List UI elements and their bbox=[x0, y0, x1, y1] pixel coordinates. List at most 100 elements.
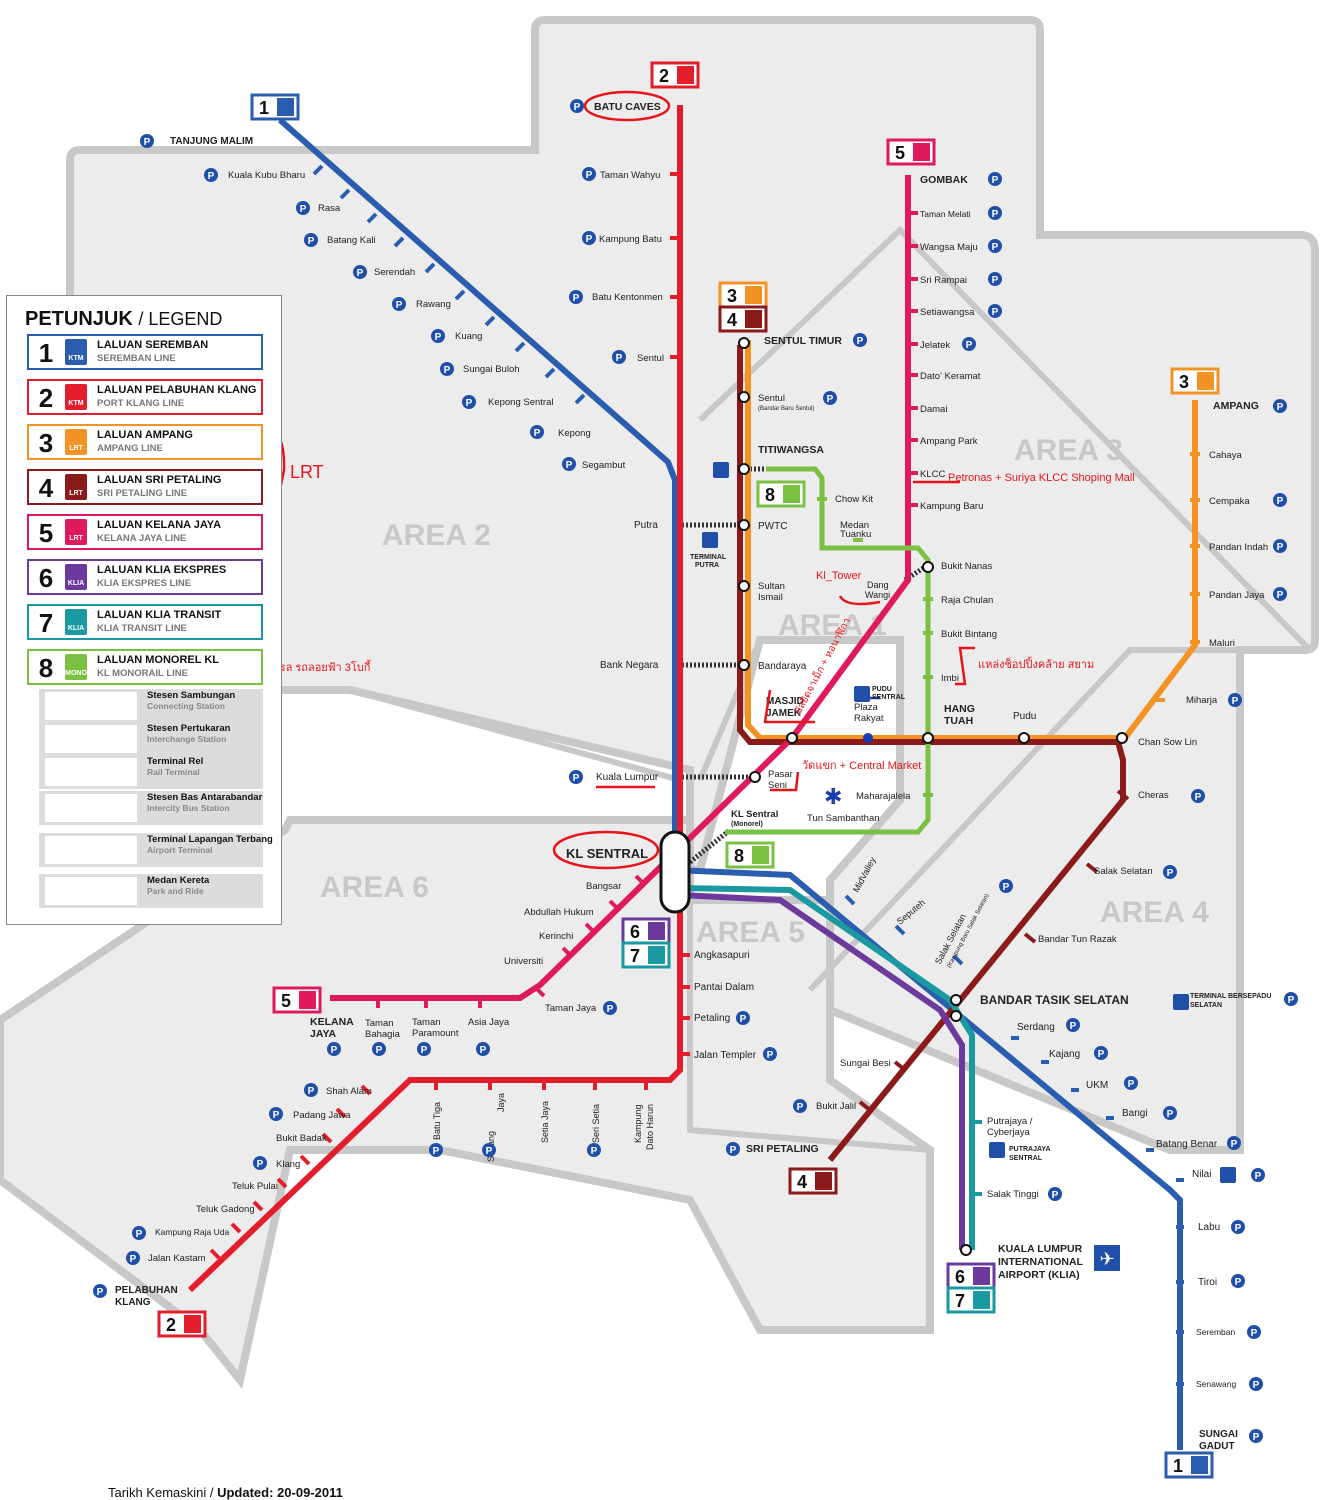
station-label-klia-3[interactable]: AIRPORT (KLIA) bbox=[998, 1269, 1080, 1281]
station-label-asia-jaya[interactable]: Asia Jaya bbox=[468, 1017, 510, 1028]
station-label-bandar-tun-razak[interactable]: Bandar Tun Razak bbox=[1038, 934, 1117, 945]
terminal-label-tbs-2[interactable]: SELATAN bbox=[1190, 1002, 1222, 1009]
station-label-kuang[interactable]: Kuang bbox=[455, 331, 482, 342]
station-label-abdullah-hukum[interactable]: Abdullah Hukum bbox=[524, 907, 594, 918]
line-badge-1[interactable]: 1 bbox=[250, 93, 300, 121]
station-label-hang-tuah-2[interactable]: TUAH bbox=[944, 715, 973, 727]
station-label-putra[interactable]: Putra bbox=[634, 520, 658, 531]
station-label-maharajalela[interactable]: Maharajalela bbox=[856, 791, 911, 802]
station-label-kampung-dato-harun-1[interactable]: Kampung bbox=[633, 1104, 643, 1143]
station-label-masjid-jamek-2[interactable]: JAMEK bbox=[766, 708, 802, 719]
station-label-labu[interactable]: Labu bbox=[1198, 1222, 1220, 1233]
interchange-sentul[interactable] bbox=[738, 391, 750, 403]
station-label-taman-wahyu[interactable]: Taman Wahyu bbox=[600, 170, 660, 181]
station-label-pasar-seni-1[interactable]: Pasar bbox=[768, 769, 793, 780]
station-label-rasa[interactable]: Rasa bbox=[318, 203, 341, 214]
station-label-seri-setia[interactable]: Seri Setia bbox=[591, 1104, 601, 1143]
station-label-batang-kali[interactable]: Batang Kali bbox=[327, 235, 376, 246]
terminal-label-pudu-sentral-2[interactable]: SENTRAL bbox=[872, 694, 906, 701]
station-label-kepong[interactable]: Kepong bbox=[558, 428, 591, 439]
interchange-pwtc[interactable] bbox=[738, 519, 750, 531]
station-label-putrajaya-2[interactable]: Cyberjaya bbox=[987, 1127, 1030, 1138]
station-label-cheras[interactable]: Cheras bbox=[1138, 790, 1169, 801]
station-label-damai[interactable]: Damai bbox=[920, 404, 947, 415]
station-label-batu-tiga[interactable]: Batu Tiga bbox=[432, 1102, 442, 1140]
station-label-bandar-tasik-selatan[interactable]: BANDAR TASIK SELATAN bbox=[980, 993, 1129, 1007]
station-label-taman-bahagia-1[interactable]: Taman bbox=[365, 1018, 394, 1029]
station-label-sungai-gadut-1[interactable]: SUNGAI bbox=[1199, 1429, 1238, 1440]
station-label-tiroi[interactable]: Tiroi bbox=[1198, 1277, 1217, 1288]
station-label-miharja[interactable]: Miharja bbox=[1186, 695, 1218, 706]
station-label-sultan-ismail-2[interactable]: Ismail bbox=[758, 592, 783, 603]
station-label-pantai-dalam[interactable]: Pantai Dalam bbox=[694, 982, 754, 993]
station-label-maluri[interactable]: Maluri bbox=[1209, 638, 1235, 649]
line-badge-5[interactable]: 5 bbox=[272, 986, 322, 1014]
interchange-hang-tuah[interactable] bbox=[922, 732, 934, 744]
station-label-pudu[interactable]: Pudu bbox=[1013, 711, 1036, 722]
station-label-kampung-raja-uda[interactable]: Kampung Raja Uda bbox=[155, 1227, 229, 1237]
station-label-sentul-timur[interactable]: SENTUL TIMUR bbox=[764, 335, 842, 347]
line-badge-8[interactable]: 8 bbox=[756, 480, 806, 508]
interchange-bandaraya[interactable] bbox=[738, 659, 750, 671]
station-label-ampang-park[interactable]: Ampang Park bbox=[920, 436, 978, 447]
station-label-plaza-rakyat-2[interactable]: Rakyat bbox=[854, 713, 884, 724]
station-label-sultan-ismail-1[interactable]: Sultan bbox=[758, 581, 785, 592]
station-label-pandan-jaya[interactable]: Pandan Jaya bbox=[1209, 590, 1265, 601]
interchange-bukit-nanas[interactable] bbox=[922, 561, 934, 573]
station-label-bukit-badak[interactable]: Bukit Badak bbox=[276, 1133, 327, 1144]
interchange-pudu[interactable] bbox=[1018, 732, 1030, 744]
station-label-sentul-lrt[interactable]: Sentul bbox=[758, 393, 785, 404]
station-label-setia-jaya[interactable]: Setia Jaya bbox=[540, 1101, 550, 1143]
station-label-dato-keramat[interactable]: Dato' Keramat bbox=[920, 371, 981, 382]
station-label-titiwangsa[interactable]: TITIWANGSA bbox=[758, 444, 824, 456]
interchange-pasar-seni[interactable] bbox=[749, 771, 761, 783]
station-label-subang-jaya-2[interactable]: Jaya bbox=[496, 1093, 506, 1112]
station-label-kl-sentral-mono-sub[interactable]: (Monorel) bbox=[731, 821, 763, 828]
terminal-label-pudu-sentral-1[interactable]: PUDU bbox=[872, 686, 892, 693]
terminal-label-putrajaya-sentral-1[interactable]: PUTRAJAYA bbox=[1009, 1146, 1051, 1153]
station-label-klang[interactable]: Klang bbox=[276, 1159, 300, 1170]
interchange-bandar-tasik-selatan-a[interactable] bbox=[950, 994, 962, 1006]
station-label-jalan-templer[interactable]: Jalan Templer bbox=[694, 1050, 757, 1061]
station-label-padang-jawa[interactable]: Padang Jawa bbox=[293, 1110, 351, 1121]
station-label-kuala-kubu-bharu[interactable]: Kuala Kubu Bharu bbox=[228, 170, 305, 181]
station-label-chow-kit[interactable]: Chow Kit bbox=[835, 494, 873, 505]
interchange-sentul-timur[interactable] bbox=[738, 337, 750, 349]
line-badge-5[interactable]: 5 bbox=[886, 138, 936, 166]
station-label-kepong-sentral[interactable]: Kepong Sentral bbox=[488, 397, 554, 408]
station-label-cempaka[interactable]: Cempaka bbox=[1209, 496, 1250, 507]
line-badge-3-4[interactable]: 34 bbox=[718, 281, 768, 333]
station-label-hang-tuah-1[interactable]: HANG bbox=[944, 703, 975, 715]
station-label-rawang[interactable]: Rawang bbox=[416, 299, 451, 310]
station-label-seremban[interactable]: Seremban bbox=[1196, 1327, 1235, 1337]
station-label-salak-selatan-lrt[interactable]: Salak Selatan bbox=[1094, 866, 1153, 877]
station-label-klia-1[interactable]: KUALA LUMPUR bbox=[998, 1243, 1083, 1255]
station-label-batu-kentonmen[interactable]: Batu Kentonmen bbox=[592, 292, 663, 303]
station-label-kelana-jaya-1[interactable]: KELANA bbox=[310, 1016, 354, 1028]
station-label-pwtc[interactable]: PWTC bbox=[758, 521, 787, 532]
line-badge-2[interactable]: 2 bbox=[157, 1310, 207, 1338]
interchange-klia[interactable] bbox=[960, 1244, 972, 1256]
station-label-kelana-jaya-2[interactable]: JAYA bbox=[310, 1028, 336, 1040]
station-label-kl-sentral[interactable]: KL SENTRAL bbox=[566, 846, 648, 861]
station-label-serdang[interactable]: Serdang bbox=[1017, 1022, 1055, 1033]
interchange-titiwangsa[interactable] bbox=[738, 463, 750, 475]
station-label-teluk-gadong[interactable]: Teluk Gadong bbox=[196, 1204, 255, 1215]
line-badge-6-7[interactable]: 67 bbox=[621, 917, 671, 969]
station-label-kuala-lumpur[interactable]: Kuala Lumpur bbox=[596, 772, 659, 783]
station-label-pelabuhan-klang-1[interactable]: PELABUHAN bbox=[115, 1285, 178, 1296]
terminal-label-terminal-putra-2[interactable]: PUTRA bbox=[695, 562, 719, 569]
station-label-serendah[interactable]: Serendah bbox=[374, 267, 415, 278]
interchange-chan-sow-lin[interactable] bbox=[1116, 732, 1128, 744]
terminal-label-tbs-1[interactable]: TERMINAL BERSEPADU bbox=[1190, 993, 1271, 1000]
station-label-masjid-jamek-1[interactable]: MASJID bbox=[766, 696, 804, 707]
station-label-universiti[interactable]: Universiti bbox=[504, 956, 543, 967]
station-label-senawang[interactable]: Senawang bbox=[1196, 1379, 1236, 1389]
station-label-putrajaya-1[interactable]: Putrajaya / bbox=[987, 1116, 1033, 1127]
station-label-taman-bahagia-2[interactable]: Bahagia bbox=[365, 1029, 401, 1040]
station-label-kampung-baru[interactable]: Kampung Baru bbox=[920, 501, 983, 512]
station-label-cahaya[interactable]: Cahaya bbox=[1209, 450, 1242, 461]
station-label-pasar-seni-2[interactable]: Seni bbox=[768, 780, 787, 791]
station-label-setiawangsa[interactable]: Setiawangsa bbox=[920, 307, 975, 318]
station-label-tun-sambanthan[interactable]: Tun Sambanthan bbox=[807, 813, 880, 824]
